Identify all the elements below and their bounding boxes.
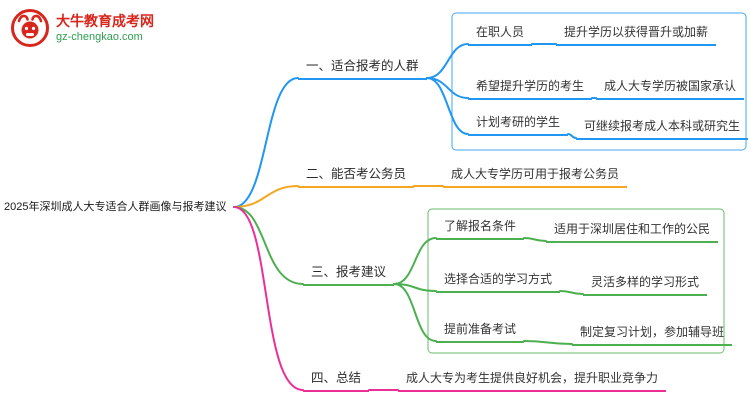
branch3-child3-detail[interactable]: 制定复习计划，参加辅导班 [572,323,733,346]
branch1-child3-label[interactable]: 计划考研的学生 [468,113,569,136]
branch3-label[interactable]: 三、报考建议 [303,263,395,286]
site-domain: gz-chengkao.com [56,30,143,43]
branch4-connectors [233,206,399,391]
branch1-child1-detail[interactable]: 提升学历以获得晋升或加薪 [556,23,717,46]
branch4-child1-label[interactable]: 成人大专为考生提供良好机会，提升职业竞争力 [398,369,667,392]
branch1-child2-label[interactable]: 希望提升学历的考生 [468,77,593,100]
branch1-connectors [233,43,597,208]
branch1-label[interactable]: 一、适合报考的人群 [298,57,427,80]
site-name: 大牛教育成考网 [56,12,154,29]
branch3-connectors [233,206,584,345]
branch3-child2-label[interactable]: 选择合适的学习方式 [436,270,561,293]
branch2-label[interactable]: 二、能否考公务员 [298,165,415,188]
branch1-child3-detail[interactable]: 可继续报考成人本科或研究生 [576,117,749,140]
branch2-connectors [233,185,444,208]
root-node[interactable]: 2025年深圳成人大专适合人群画像与报考建议 [4,201,227,213]
branch3-child2-detail[interactable]: 灵活多样的学习形式 [583,273,708,296]
branch1-child1-label[interactable]: 在职人员 [468,23,533,46]
branch3-child1-label[interactable]: 了解报名条件 [436,217,525,240]
branch1-group-box [451,12,747,151]
bull-logo-icon [11,9,49,47]
branch2-child1-label[interactable]: 成人大专学历可用于报考公务员 [443,165,628,188]
logo-text: 大牛教育成考网 gz-chengkao.com [56,13,154,44]
branch1-child2-detail[interactable]: 成人大专学历被国家承认 [596,77,745,100]
branch4-label[interactable]: 四、总结 [303,369,370,392]
branch3-child3-label[interactable]: 提前准备考试 [436,320,525,343]
branch3-group-box [427,208,725,354]
branch3-child1-detail[interactable]: 适用于深圳居住和工作的公民 [546,220,719,243]
site-logo[interactable]: 大牛教育成考网 gz-chengkao.com [10,8,154,48]
